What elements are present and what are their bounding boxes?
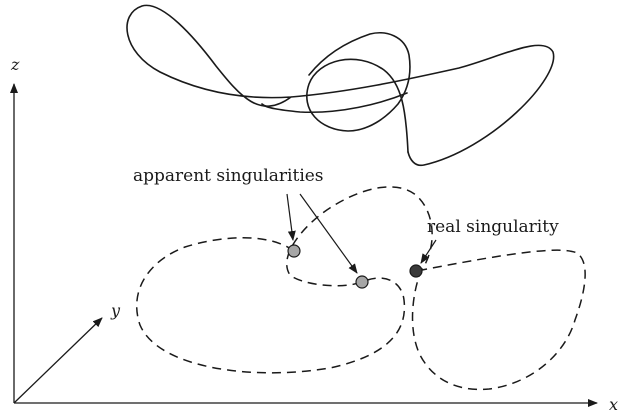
projection-curve [135,186,586,391]
x-axis-label: x [609,395,618,414]
y-axis-label: y [110,301,121,320]
real-singularity-label: real singularity [427,217,559,237]
apparent-pointers [286,193,358,274]
pointer-apparent-1 [286,193,296,241]
apparent-singularity-point-2 [355,275,369,289]
z-axis-label: z [10,55,20,74]
knot-curve [126,4,555,167]
pointer-real [420,239,437,264]
real-singularity-point [409,264,423,278]
y-axis [13,317,103,404]
pointer-apparent-2 [299,193,358,274]
apparent-singularities-label: apparent singularities [133,166,324,186]
apparent-singularity-point-1 [287,244,301,258]
